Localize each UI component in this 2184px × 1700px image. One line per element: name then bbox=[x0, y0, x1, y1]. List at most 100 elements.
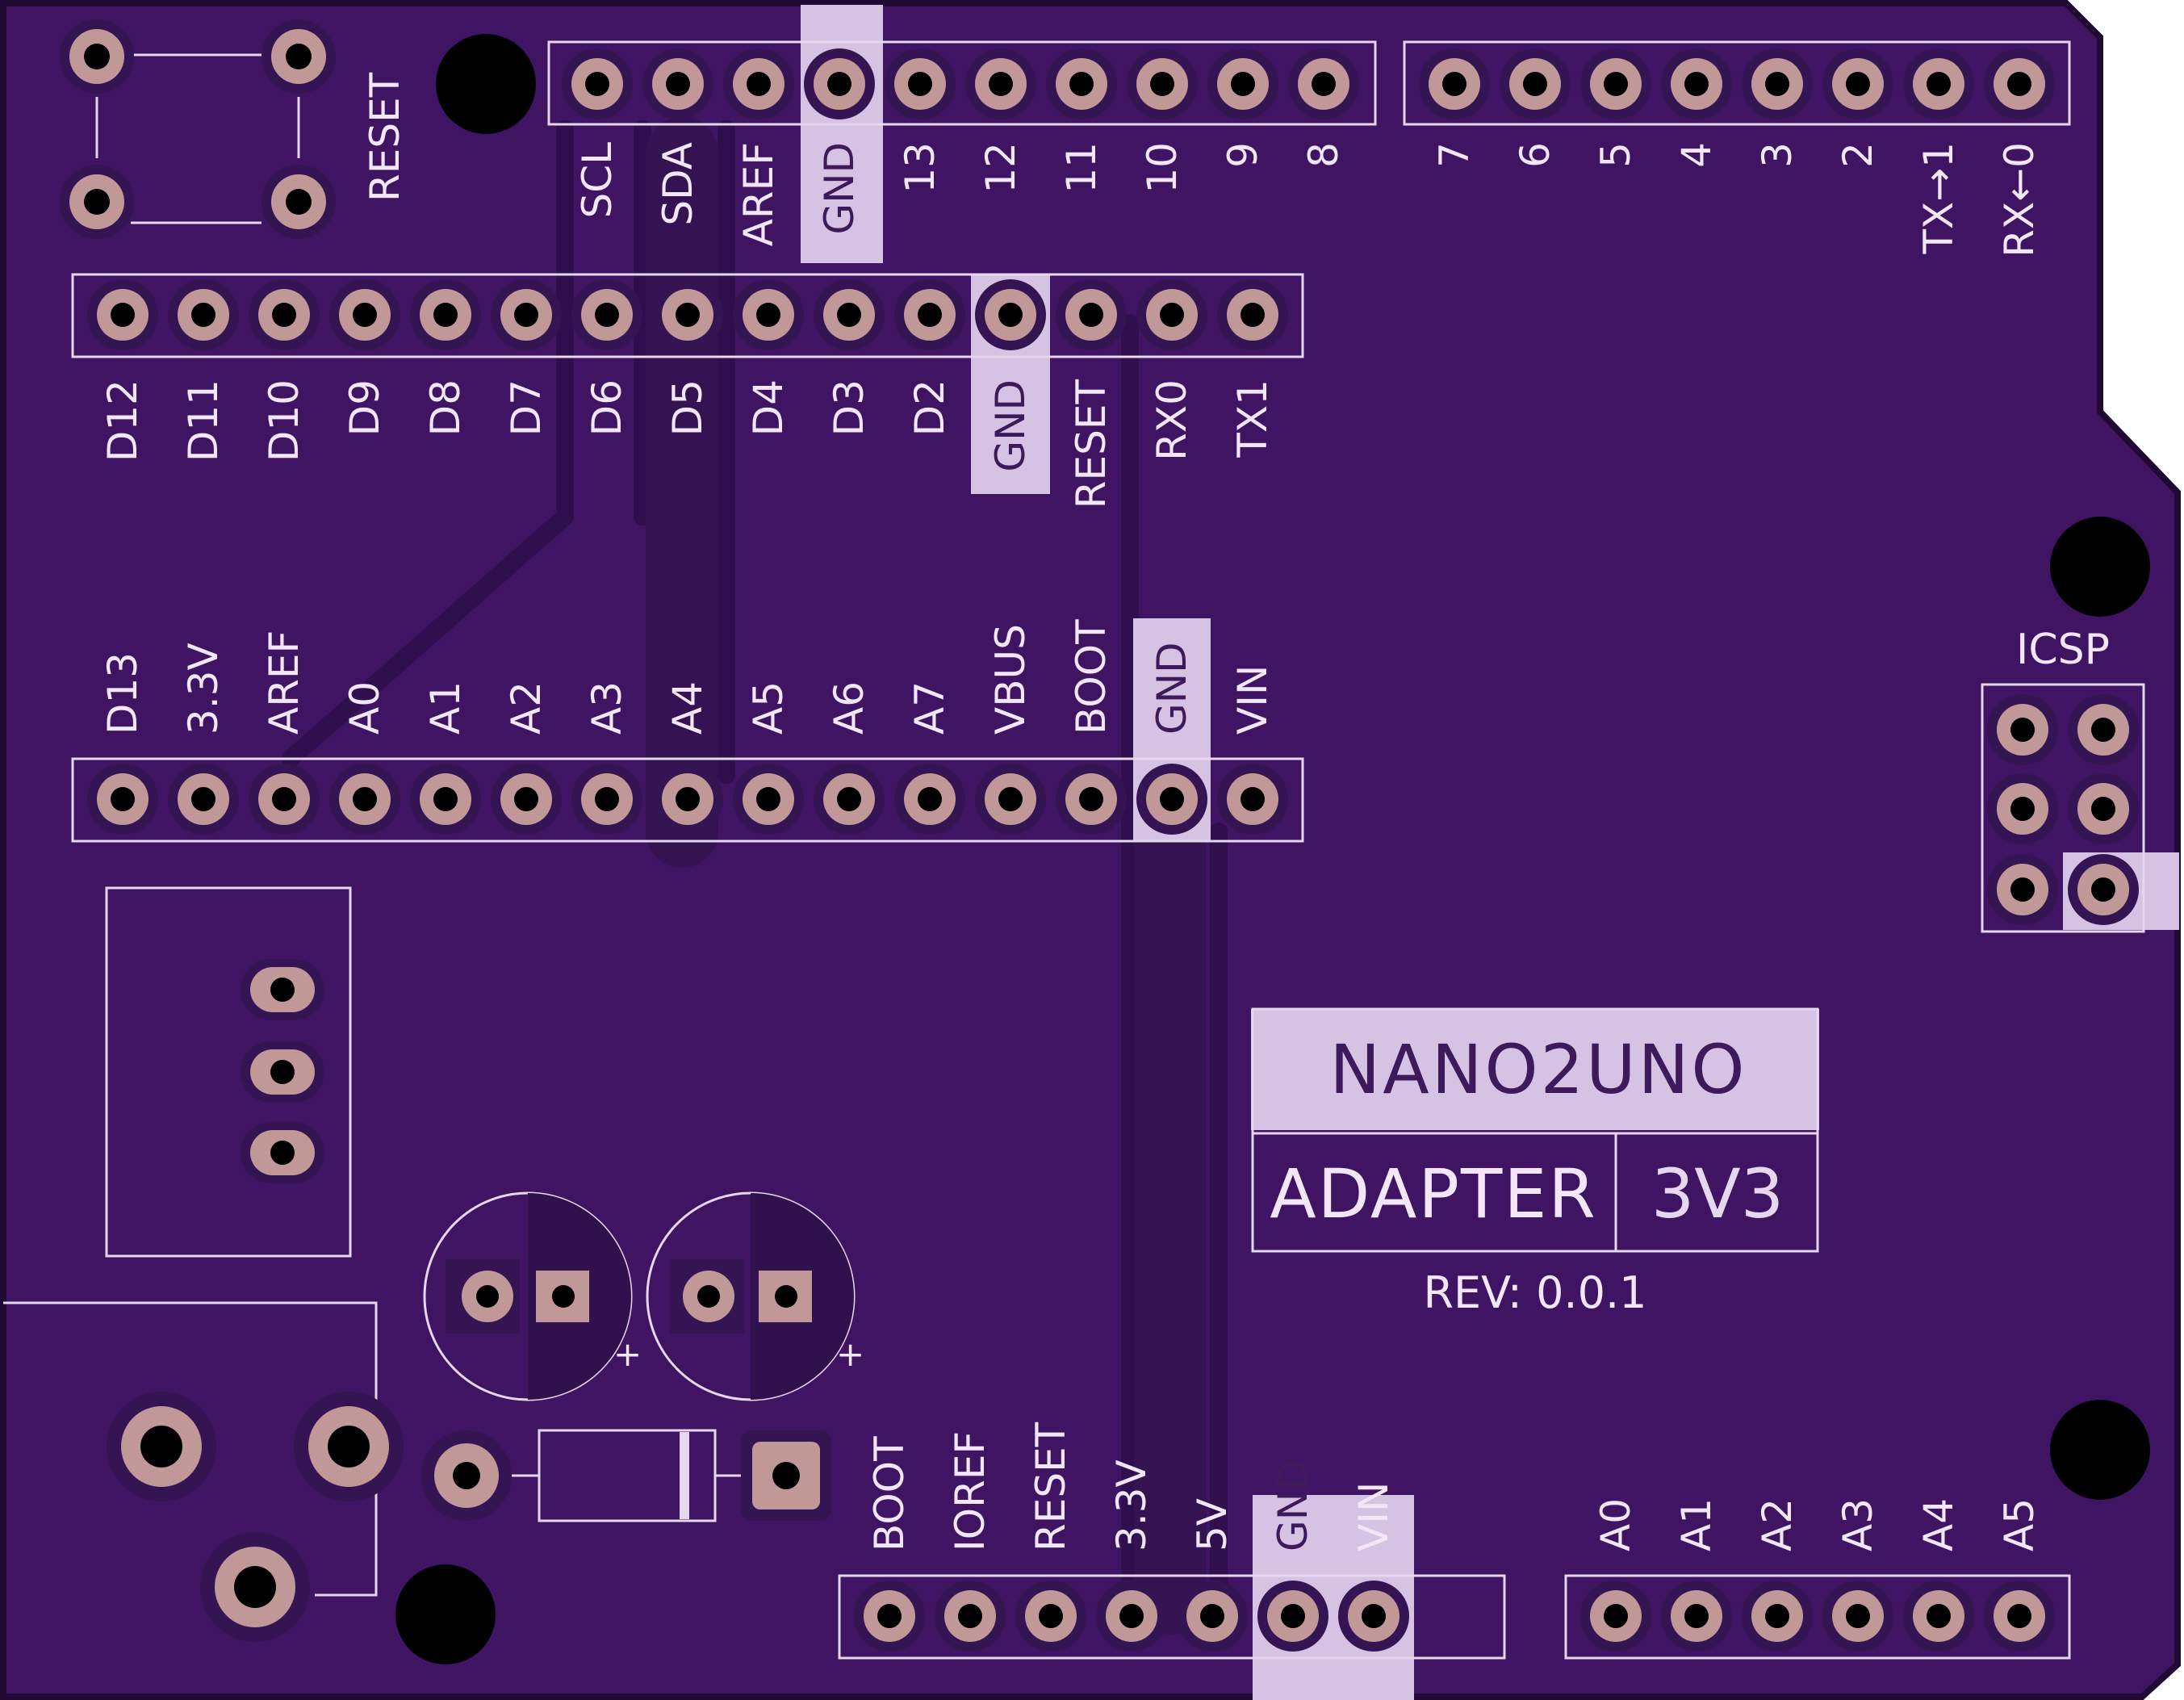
capacitor-b bbox=[646, 1191, 856, 1401]
nano_top-pin-hole bbox=[514, 303, 538, 327]
top_left-pin-label: SDA bbox=[655, 142, 701, 226]
nano_top-pin-hole bbox=[918, 303, 942, 327]
nano_top-pin-label: D4 bbox=[745, 379, 792, 436]
analog-pin-label: A5 bbox=[1996, 1498, 2043, 1551]
nano_top-pin-label: D12 bbox=[99, 379, 146, 462]
analog-pin-label: A1 bbox=[1673, 1498, 1720, 1551]
capacitor-b-plus: + bbox=[836, 1334, 864, 1374]
nano_bottom-pin-hole bbox=[756, 787, 780, 811]
nano_bottom-pin-label: A0 bbox=[341, 681, 388, 735]
top_left-pin-label: 13 bbox=[897, 142, 943, 194]
header-outline-nano-top bbox=[71, 273, 1304, 358]
nano_bottom-pin-hole bbox=[514, 787, 538, 811]
top_left-pin-hole bbox=[666, 72, 690, 96]
analog-pin-hole bbox=[1684, 1604, 1709, 1628]
nano_bottom-pin-hole bbox=[433, 787, 458, 811]
nano_top-pin-label: D11 bbox=[180, 379, 227, 462]
nano_top-pin-hole bbox=[676, 303, 700, 327]
board-title: NANO2UNO bbox=[1329, 1030, 1747, 1109]
power-pin-label: IOREF bbox=[947, 1431, 994, 1551]
nano_bottom-pin-label: A2 bbox=[503, 681, 550, 735]
nano_bottom-pin-label: A3 bbox=[584, 681, 630, 735]
header-outline-top-left bbox=[547, 40, 1377, 126]
nano_top-pin-label: D9 bbox=[341, 379, 388, 436]
nano_top-pin-label: TX1 bbox=[1229, 379, 1276, 458]
reset-button bbox=[60, 19, 336, 239]
top_right-pin-hole bbox=[1927, 72, 1951, 96]
nano_top-pin-label: D3 bbox=[826, 379, 872, 436]
regulator-pads bbox=[241, 959, 324, 1183]
top_right-pin-hole bbox=[1604, 72, 1628, 96]
top_left-pin-hole bbox=[1150, 72, 1174, 96]
analog-pin-hole bbox=[1927, 1604, 1951, 1628]
nano_bottom-pin-hole bbox=[353, 787, 377, 811]
nano_bottom-pin-hole bbox=[1160, 787, 1184, 811]
nano_bottom-pin-hole bbox=[837, 787, 861, 811]
top_left-pin-hole bbox=[585, 72, 609, 96]
board-revision: REV: 0.0.1 bbox=[1424, 1267, 1647, 1318]
analog-pin-hole bbox=[1604, 1604, 1628, 1628]
nano_top-pin-hole bbox=[756, 303, 780, 327]
top_left-pin-hole bbox=[827, 72, 851, 96]
top_left-pin-hole bbox=[908, 72, 932, 96]
nano_bottom-pin-label: A1 bbox=[422, 681, 469, 735]
analog-pin-label: A0 bbox=[1592, 1498, 1639, 1551]
regulator-outline bbox=[105, 886, 352, 1258]
top_right-pin-hole bbox=[1442, 72, 1466, 96]
board-variant: 3V3 bbox=[1651, 1154, 1784, 1233]
nano_bottom-pin-label: VBUS bbox=[987, 624, 1034, 735]
nano_bottom-pin-label: D13 bbox=[99, 652, 146, 735]
top_left-pin-label: SCL bbox=[574, 142, 621, 219]
nano_top-pin-label: RESET bbox=[1068, 379, 1115, 509]
power-pin-label: VIN bbox=[1350, 1482, 1397, 1551]
nano_bottom-pin-label: A6 bbox=[826, 681, 872, 735]
power-pin-hole bbox=[1362, 1604, 1386, 1628]
top_right-pin-hole bbox=[1684, 72, 1709, 96]
mounting-hole-top-left bbox=[436, 34, 536, 134]
nano_top-pin-hole bbox=[191, 303, 215, 327]
top_right-pin-hole bbox=[1523, 72, 1547, 96]
nano_top-pin-hole bbox=[837, 303, 861, 327]
top_left-pin-label: 8 bbox=[1300, 142, 1347, 168]
nano_bottom-pin-hole bbox=[1079, 787, 1103, 811]
reset-button-label: RESET bbox=[362, 72, 408, 202]
nano_top-pin-hole bbox=[272, 303, 296, 327]
nano_bottom-pin-label: 3.3V bbox=[180, 643, 227, 735]
top_right-pin-hole bbox=[1846, 72, 1870, 96]
analog-pin-label: A3 bbox=[1835, 1498, 1881, 1551]
nano_top-pin-label: D5 bbox=[664, 379, 711, 436]
header-outline-power bbox=[838, 1574, 1506, 1660]
top_left-pin-hole bbox=[989, 72, 1013, 96]
top_right-pin-hole bbox=[1765, 72, 1789, 96]
top_right-pin-label: RX←0 bbox=[1996, 142, 2043, 258]
header-pins bbox=[87, 48, 2055, 1652]
top_right-pin-label: 7 bbox=[1431, 142, 1478, 168]
power-pin-hole bbox=[1200, 1604, 1224, 1628]
power-pin-label: RESET bbox=[1027, 1422, 1074, 1551]
nano_bottom-pin-label: A4 bbox=[664, 681, 711, 735]
power-pin-hole bbox=[877, 1604, 902, 1628]
analog-pin-hole bbox=[2007, 1604, 2031, 1628]
nano_bottom-pin-hole bbox=[595, 787, 619, 811]
nano_bottom-pin-label: A7 bbox=[906, 681, 953, 735]
nano_bottom-pin-hole bbox=[191, 787, 215, 811]
top_left-pin-label: AREF bbox=[735, 142, 782, 246]
mounting-hole-right-upper bbox=[2050, 517, 2150, 617]
analog-pin-label: A2 bbox=[1754, 1498, 1801, 1551]
capacitor-a bbox=[423, 1191, 633, 1401]
nano_top-pin-hole bbox=[1241, 303, 1265, 327]
top_right-pin-label: TX→1 bbox=[1915, 142, 1962, 255]
nano_top-pin-label: D2 bbox=[906, 379, 953, 436]
nano_top-pin-label: D6 bbox=[584, 379, 630, 436]
top_left-pin-label: GND bbox=[816, 142, 863, 235]
power-pin-hole bbox=[958, 1604, 982, 1628]
nano_top-pin-label: GND bbox=[987, 379, 1034, 472]
icsp-label: ICSP bbox=[2016, 626, 2110, 674]
nano_bottom-pin-hole bbox=[272, 787, 296, 811]
power-pin-label: BOOT bbox=[866, 1436, 913, 1551]
nano_bottom-pin-hole bbox=[676, 787, 700, 811]
top_right-pin-label: 4 bbox=[1673, 142, 1720, 168]
nano_bottom-pin-hole bbox=[998, 787, 1023, 811]
capacitor-a-plus: + bbox=[613, 1334, 642, 1374]
